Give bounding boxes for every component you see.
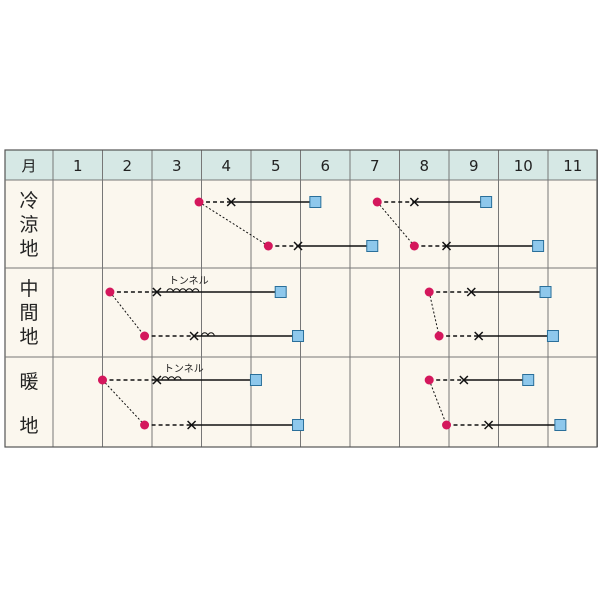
harvest-box-marker xyxy=(480,196,493,208)
harvest-box-marker xyxy=(522,374,535,386)
harvest-box-marker xyxy=(274,286,287,298)
sowing-dot-marker xyxy=(140,420,150,430)
sowing-dot-marker xyxy=(434,331,444,341)
planting-cross-mark xyxy=(152,375,162,385)
tunnel-coil xyxy=(207,332,215,337)
month-header-cell: 2 xyxy=(122,157,132,175)
region-label-char: 冷 xyxy=(19,190,38,212)
tunnel-coil xyxy=(191,288,200,293)
month-corner-label: 月 xyxy=(21,157,36,175)
sowing-dot-marker xyxy=(372,197,382,207)
sowing-dot-marker xyxy=(424,287,434,297)
planting-cross-mark xyxy=(466,287,476,297)
sowing-dot-marker xyxy=(194,197,204,207)
month-header-cell: 9 xyxy=(469,157,479,175)
month-header-cell: 10 xyxy=(514,157,533,175)
planting-cross-mark xyxy=(459,375,469,385)
month-header-cell: 11 xyxy=(563,157,582,175)
harvest-box-marker xyxy=(539,286,552,298)
region-label-char: 地 xyxy=(19,415,38,437)
planting-cross-mark xyxy=(187,420,197,430)
planting-cross-mark xyxy=(226,197,236,207)
planting-cross-mark xyxy=(474,331,484,341)
sowing-dot-marker xyxy=(140,331,150,341)
table-border xyxy=(4,149,598,448)
planting-cross-mark xyxy=(152,287,162,297)
sowing-dot-marker xyxy=(105,287,115,297)
month-header-cell: 6 xyxy=(320,157,330,175)
sowing-dot-marker xyxy=(409,241,419,251)
harvest-box-marker xyxy=(249,374,262,386)
sowing-link-line xyxy=(428,291,440,337)
planting-cross-mark xyxy=(441,241,452,251)
month-header-cell: 3 xyxy=(172,157,182,175)
harvest-box-marker xyxy=(554,419,567,431)
region-label-char: 地 xyxy=(19,238,38,260)
planting-cross-mark xyxy=(293,241,303,251)
sowing-link-line xyxy=(198,201,269,247)
month-header-cell: 5 xyxy=(271,157,281,175)
sowing-dot-marker xyxy=(442,420,452,430)
harvest-box-marker xyxy=(292,419,305,431)
table-grid xyxy=(4,149,598,448)
month-header-row: 月 1 2 3 4 5 6 7 8 9 10 11 xyxy=(21,157,582,175)
sowing-link-line xyxy=(428,379,447,426)
planting-cross-mark xyxy=(409,197,419,207)
sowing-link-line xyxy=(376,201,415,247)
harvest-box-marker xyxy=(292,330,305,342)
tunnel-coil xyxy=(174,376,182,381)
harvest-box-marker xyxy=(366,240,379,252)
region-label-char: 地 xyxy=(19,326,38,348)
harvest-box-marker xyxy=(532,240,545,252)
tunnel-label: トンネル xyxy=(169,275,209,287)
sowing-dot-marker xyxy=(98,375,107,385)
tunnel-label: トンネル xyxy=(164,363,204,375)
region-label-char: 中 xyxy=(19,278,38,300)
region-label-char: 涼 xyxy=(19,214,38,236)
month-header-cell: 8 xyxy=(419,157,429,175)
month-header-cell: 1 xyxy=(73,157,83,175)
sowing-dot-marker xyxy=(263,241,273,251)
planting-cross-mark xyxy=(189,331,199,341)
region-label-char: 暖 xyxy=(19,371,38,393)
region-label-char: 間 xyxy=(19,302,38,324)
harvest-box-marker xyxy=(546,330,559,342)
month-header-cell: 7 xyxy=(370,157,380,175)
sowing-dot-marker xyxy=(424,375,434,385)
planting-cross-mark xyxy=(484,420,494,430)
month-header-cell: 4 xyxy=(221,157,231,175)
harvest-box-marker xyxy=(309,196,322,208)
sowing-link-line xyxy=(109,291,145,337)
